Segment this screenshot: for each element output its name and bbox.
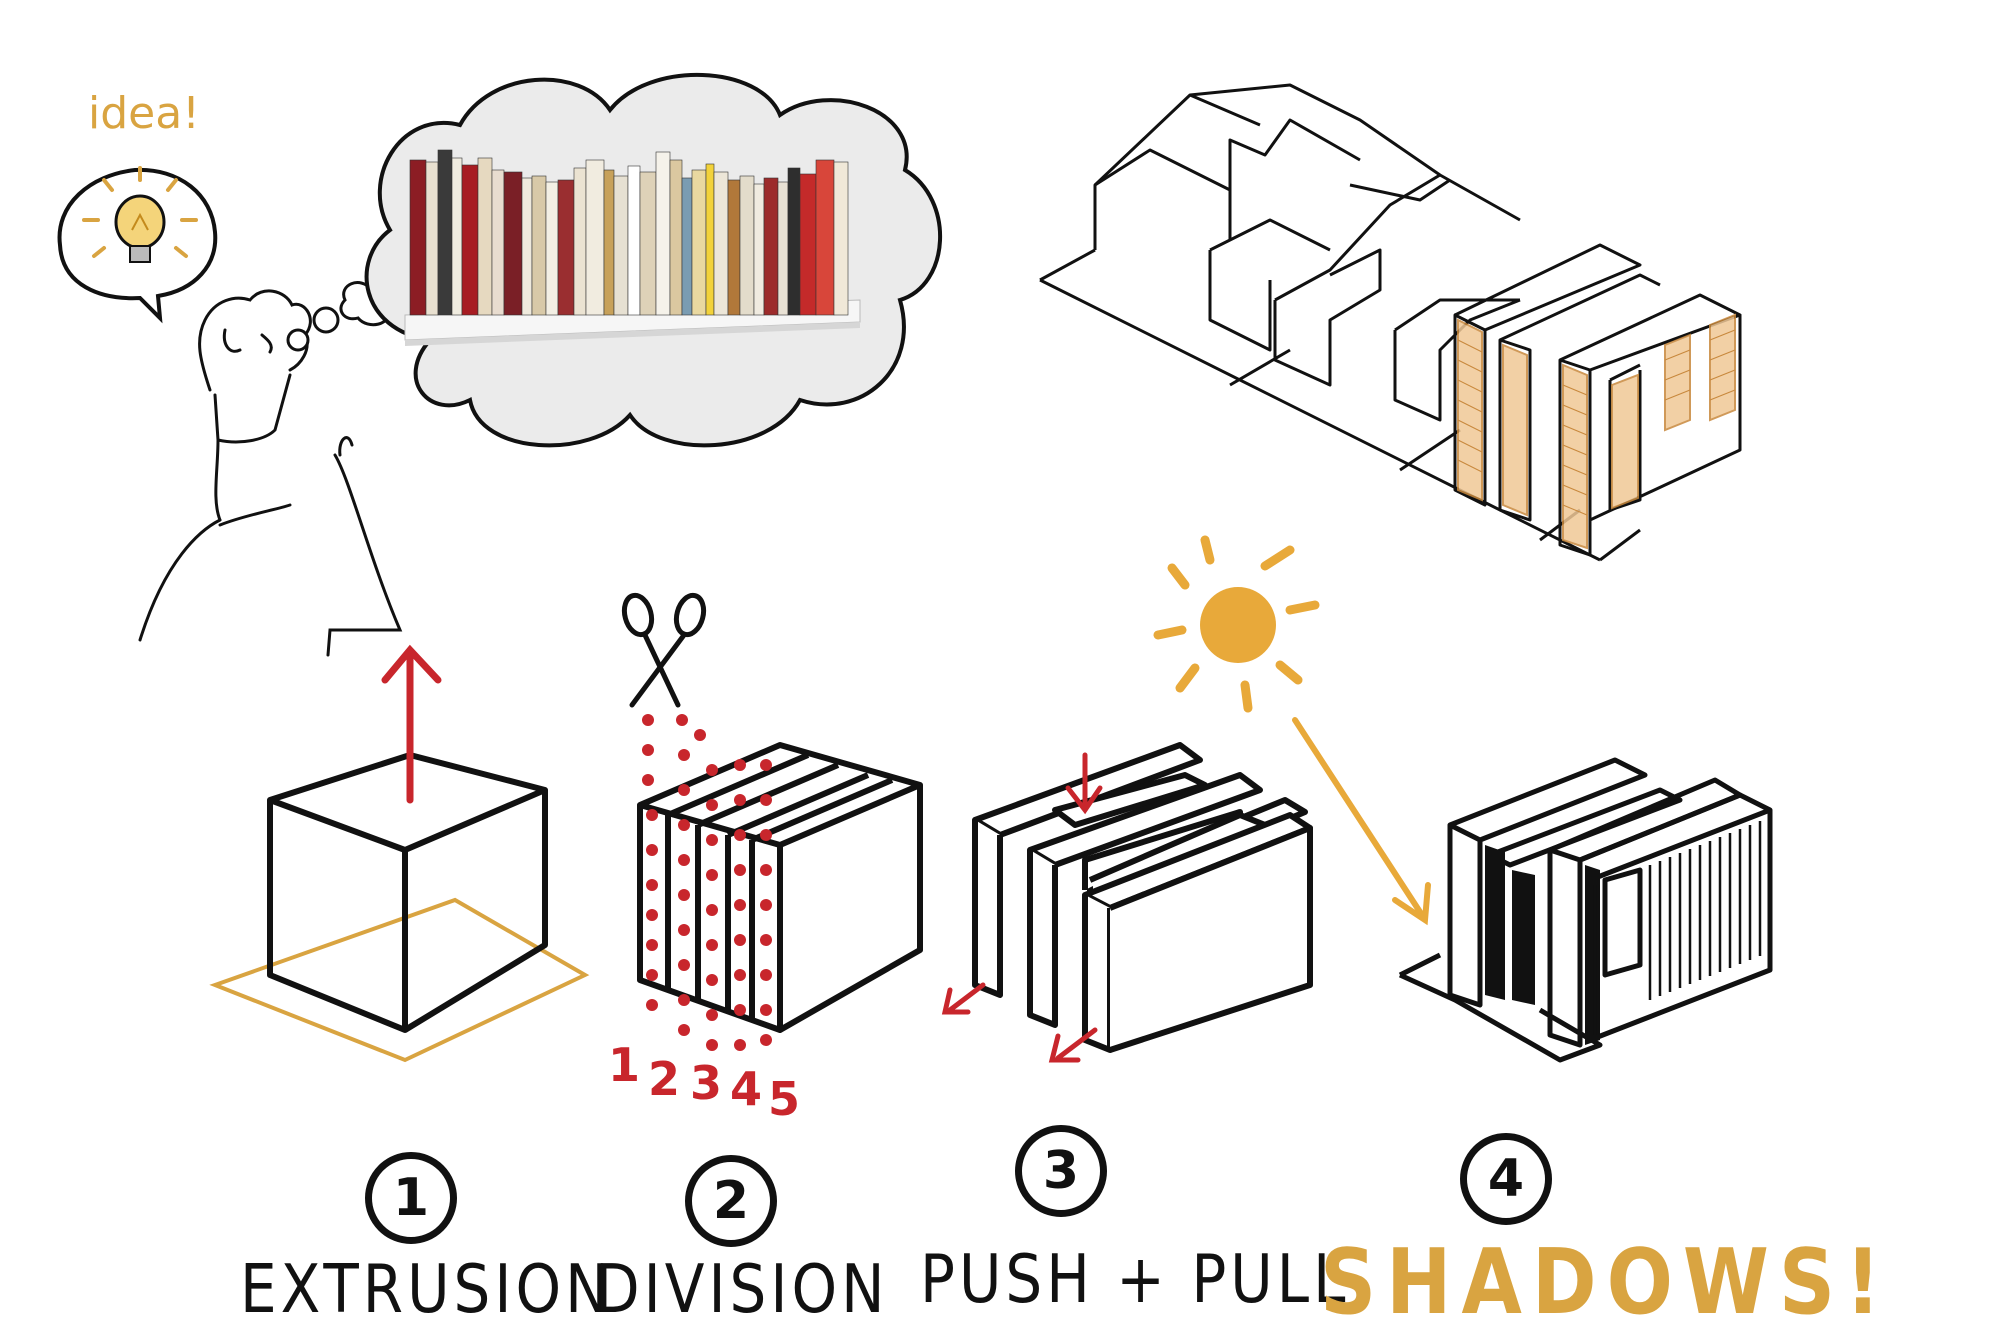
neighborhood-sketch [1039,83,1742,562]
step-1-number: 1 [365,1152,457,1244]
neighborhood-shutters [1457,313,1736,550]
step-2-number: 2 [685,1155,777,1247]
step-3-number: 3 [1015,1125,1107,1217]
division-number-3: 3 [690,1056,723,1110]
division-block [637,742,923,1033]
division-number-1: 1 [608,1038,641,1092]
push-pull-arrows [941,752,1103,1063]
bookshelf-photo [404,149,861,346]
idea-label: idea! [88,88,200,139]
extrusion-cube [209,752,590,1063]
shadows-facade-slats [1593,821,1762,1035]
lightbulb-bubble [57,166,218,324]
step-1-label: EXTRUSION [240,1249,613,1329]
lightbulb-icon [82,166,198,263]
division-number-5: 5 [768,1072,801,1126]
scissors-icon [621,592,707,708]
person-sketch [138,289,403,657]
shutter-slats [1457,329,1736,516]
thought-cloud [364,73,942,448]
step-4-number: 4 [1460,1133,1552,1225]
step-4-label: SHADOWS! [1320,1231,1891,1335]
push-pull-slabs [972,742,1313,1053]
division-dots [642,714,772,1051]
step-3-label: PUSH + PULL [920,1239,1350,1319]
sun-icon [1153,535,1320,713]
shadows-dark-faces [1485,845,1600,1045]
extrusion-arrow [381,644,442,804]
division-number-4: 4 [730,1062,763,1116]
step-2-label: DIVISION [595,1249,889,1329]
sun-ray-arrow [1292,717,1431,926]
division-number-2: 2 [648,1052,681,1106]
shadows-building [1398,757,1773,1063]
